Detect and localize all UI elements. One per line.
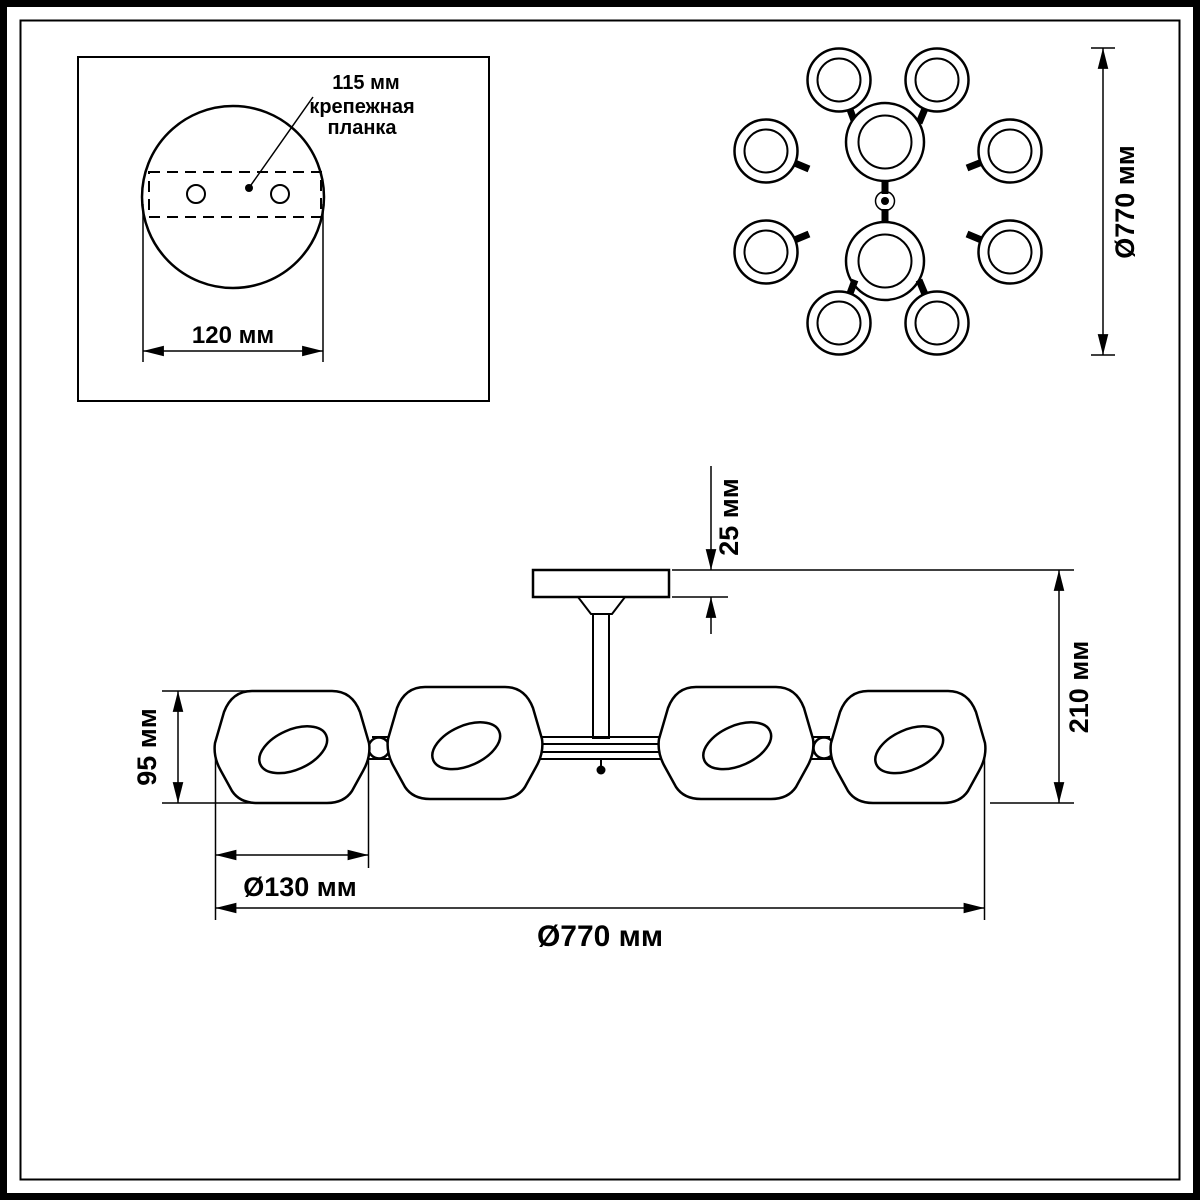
dimension-overall-diameter: Ø770 мм xyxy=(215,755,986,953)
shade-ring-inner xyxy=(743,229,789,275)
fixture-height-label: 210 мм xyxy=(1064,641,1094,734)
shade-opening xyxy=(702,721,773,771)
shade-ring-outer xyxy=(844,220,926,302)
connector-joint-left xyxy=(367,736,391,760)
hub-dot xyxy=(881,197,889,205)
shade-ring-inner xyxy=(987,229,1033,275)
shade-ring-inner xyxy=(987,128,1033,174)
plan-shade xyxy=(733,219,811,285)
dimension-shade-diameter: Ø130 мм xyxy=(214,755,370,920)
mounting-detail-inset: 115 мм крепежная планка 120 мм xyxy=(77,56,490,402)
bracket-center-point xyxy=(245,184,253,192)
shade-ring-inner xyxy=(816,300,862,346)
lamp-shade xyxy=(657,685,815,801)
overall-diameter-label: Ø770 мм xyxy=(537,920,663,953)
leader-line xyxy=(250,96,314,186)
pendant-ball xyxy=(596,765,606,775)
top-view: Ø770 мм xyxy=(733,47,1140,356)
bracket-hole-right xyxy=(270,184,290,204)
shade-opening xyxy=(431,721,502,771)
plan-shade-center xyxy=(844,209,926,302)
stem xyxy=(592,613,610,739)
bracket-hole-left xyxy=(186,184,206,204)
plan-shade xyxy=(806,278,872,356)
lamp-shade xyxy=(829,689,987,805)
shade-ring-inner xyxy=(857,233,913,289)
plan-shade xyxy=(806,47,872,125)
plate-width-label: 120 мм xyxy=(192,322,274,349)
lamp-shade xyxy=(386,685,544,801)
shade-ring-inner xyxy=(857,114,913,170)
shade-opening xyxy=(874,725,945,775)
plan-diameter-label: Ø770 мм xyxy=(1110,145,1140,259)
dimension-plan-diameter: Ø770 мм xyxy=(1091,47,1140,356)
bracket-label-line2: планка xyxy=(327,117,397,139)
center-hub xyxy=(874,190,896,212)
shade-ring-inner xyxy=(914,300,960,346)
inset-box xyxy=(77,56,490,402)
hole-spacing-label: 115 мм xyxy=(332,72,399,94)
plan-shade xyxy=(904,47,970,125)
shade-diameter-label: Ø130 мм xyxy=(243,872,357,902)
hub-ring xyxy=(874,190,896,212)
shade-ring-inner xyxy=(914,57,960,103)
plan-shade-center xyxy=(844,101,926,194)
shade-height-label: 95 мм xyxy=(132,708,162,785)
dimension-canopy-height: 25 мм xyxy=(672,466,744,634)
shade-opening xyxy=(258,725,329,775)
dimension-fixture-height: 210 мм xyxy=(672,569,1094,804)
bracket-label-line1: крепежная xyxy=(309,96,414,118)
canopy-height-label: 25 мм xyxy=(714,478,744,555)
plan-shade xyxy=(965,219,1043,285)
plan-shade xyxy=(904,278,970,356)
plan-shade xyxy=(733,118,811,184)
dimension-shade-height: 95 мм xyxy=(132,690,257,804)
plan-shade xyxy=(965,118,1043,184)
side-view: 25 мм 210 мм 95 мм Ø130 мм Ø770 мм xyxy=(132,466,1094,953)
dimension-plate-width: 120 мм xyxy=(142,204,324,362)
stem-neck xyxy=(575,596,628,615)
canopy-circle xyxy=(140,104,326,290)
lamp-shade xyxy=(213,689,371,805)
shade-ring-inner xyxy=(816,57,862,103)
shade-ring-inner xyxy=(743,128,789,174)
inner-border xyxy=(19,19,1181,1181)
shade-ring-outer xyxy=(844,101,926,183)
ceiling-plate xyxy=(531,568,671,599)
